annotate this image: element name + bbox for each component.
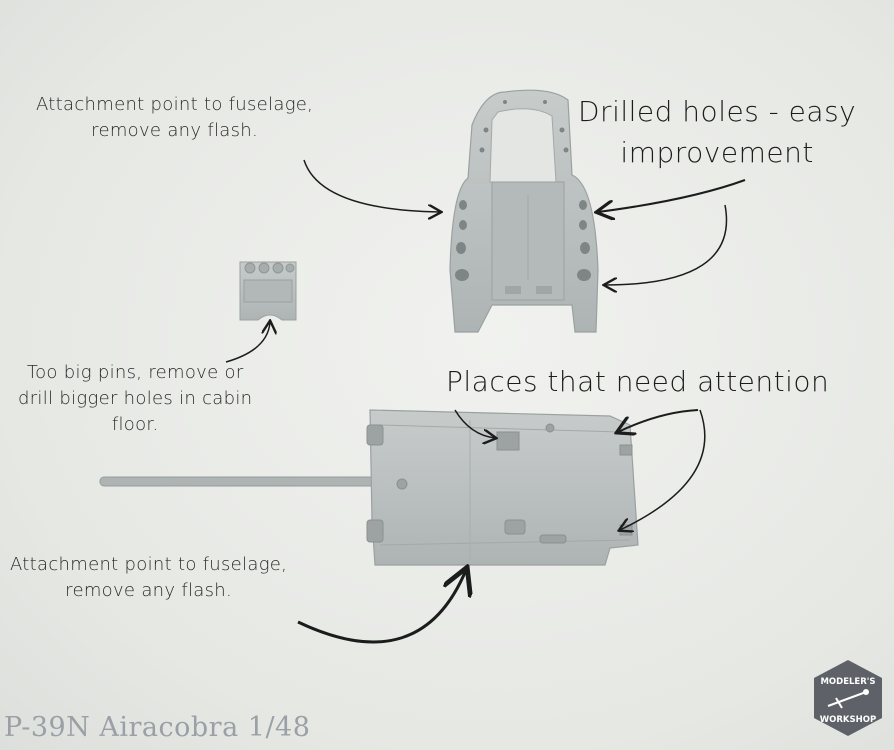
arrows bbox=[225, 159, 746, 644]
note-attention: Places that need attention bbox=[446, 362, 829, 403]
note-fuselage-top: Attachment point to fuselage, remove any… bbox=[36, 92, 313, 144]
note-attention-text: Places that need attention bbox=[446, 365, 830, 398]
note-pins: Too big pins, remove or drill bigger hol… bbox=[18, 360, 252, 438]
note-drilled-holes-line2: improvement bbox=[620, 135, 814, 169]
arrow-fuselage-bottom bbox=[297, 570, 466, 644]
arrow-attention-2 bbox=[618, 409, 699, 432]
note-drilled-holes-line1: Drilled holes - easy bbox=[578, 95, 857, 128]
arrow-pins bbox=[225, 322, 270, 363]
note-fuselage-top-line1: Attachment point to fuselage, bbox=[36, 94, 314, 115]
logo-line2: WORKSHOP bbox=[820, 715, 876, 725]
note-fuselage-bottom: Attachment point to fuselage, remove any… bbox=[10, 552, 287, 604]
caption-title: P-39N Airacobra 1/48 bbox=[4, 712, 311, 743]
arrow-attention-1 bbox=[454, 409, 495, 438]
note-pins-line3: floor. bbox=[111, 414, 159, 436]
airbrush-icon bbox=[827, 691, 867, 709]
note-drilled-holes: Drilled holes - easy improvement bbox=[578, 92, 856, 173]
arrow-fuselage-top bbox=[303, 159, 440, 212]
cockpit-floor-part bbox=[99, 409, 639, 566]
note-fuselage-top-line2: remove any flash. bbox=[91, 120, 259, 142]
logo-line1: MODELER'S bbox=[820, 677, 875, 687]
note-pins-line1: Too big pins, remove or bbox=[26, 362, 244, 383]
note-fuselage-bottom-line1: Attachment point to fuselage, bbox=[10, 554, 288, 575]
arrow-drilled-holes-1 bbox=[598, 179, 746, 212]
note-pins-line2: drill bigger holes in cabin bbox=[18, 388, 253, 410]
arrow-drilled-holes-2 bbox=[605, 204, 728, 285]
modelers-workshop-logo: MODELER'S WORKSHOP bbox=[814, 660, 882, 736]
arrow-attention-3 bbox=[620, 409, 706, 530]
small-pin-part bbox=[239, 261, 297, 321]
seat-frame-part bbox=[449, 89, 599, 333]
note-fuselage-bottom-line2: remove any flash. bbox=[65, 580, 233, 602]
